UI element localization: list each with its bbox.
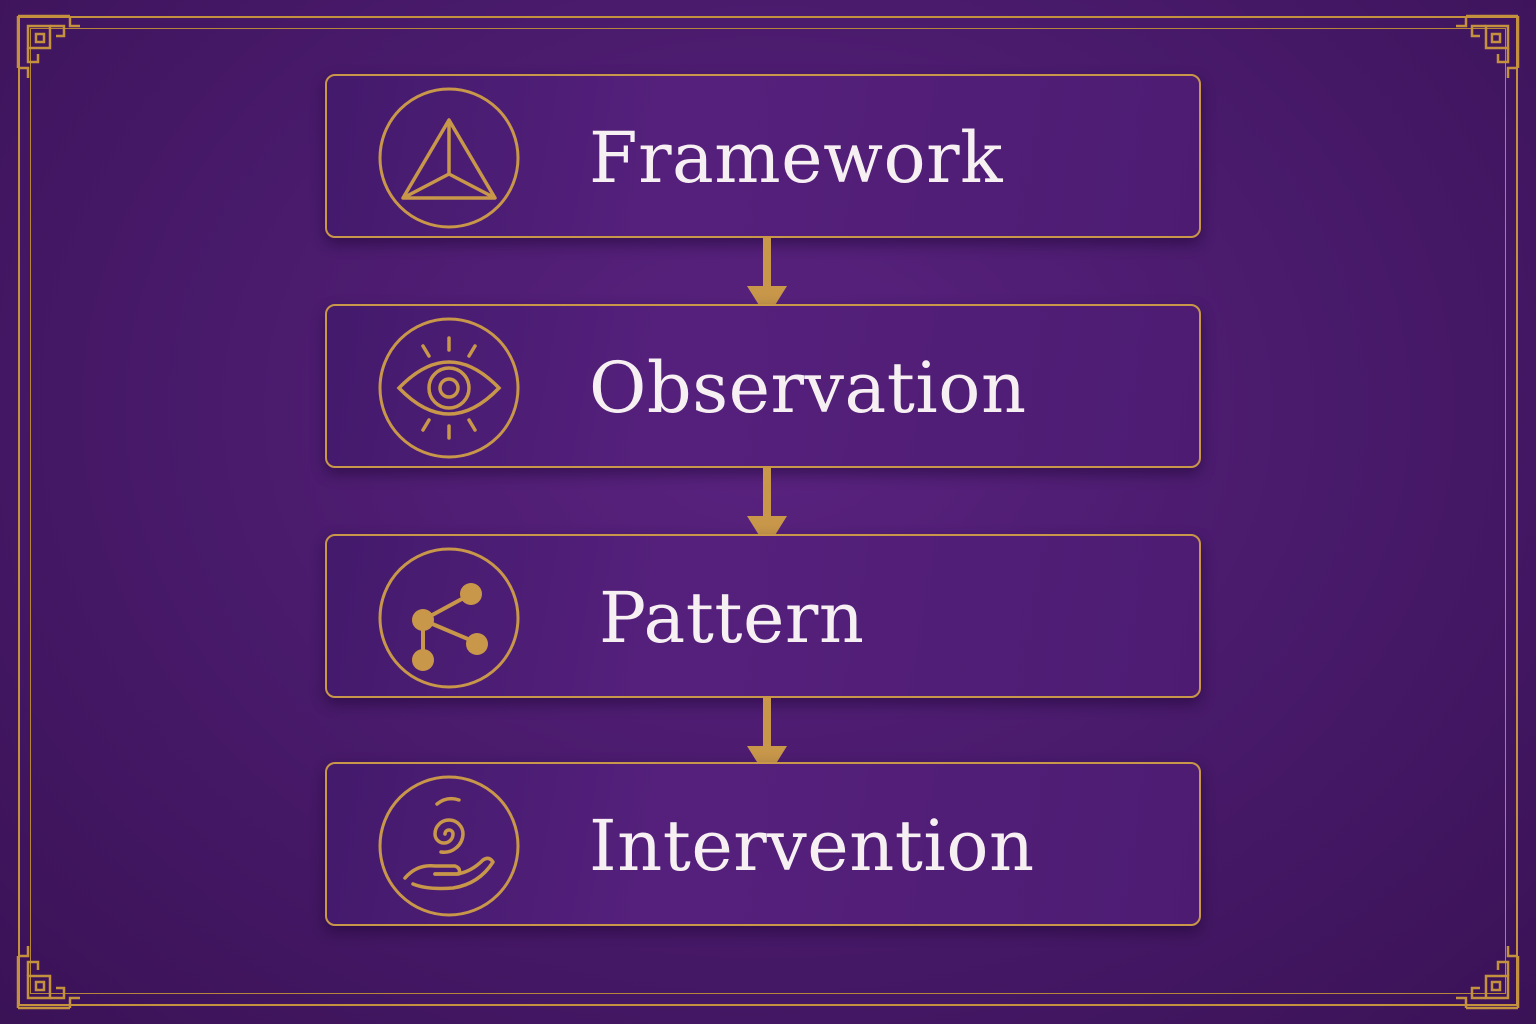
corner-ornament-top-left (16, 14, 80, 78)
triangle-icon (378, 87, 520, 229)
step-framework: Framework (325, 74, 1201, 238)
corner-ornament-top-right (1456, 14, 1520, 78)
spiral-hand-icon (378, 775, 520, 917)
step-observation: Observation (325, 304, 1201, 468)
frame-outer-border (18, 16, 1518, 1006)
step-label: Framework (589, 117, 1004, 199)
step-label: Intervention (589, 805, 1035, 887)
network-icon (378, 547, 520, 689)
corner-ornament-bottom-right (1456, 946, 1520, 1010)
eye-icon (378, 317, 520, 459)
step-pattern: Pattern (325, 534, 1201, 698)
arrow-down-icon (747, 468, 787, 548)
frame-inner-border (30, 28, 1506, 994)
step-label: Observation (589, 347, 1027, 429)
corner-ornament-bottom-left (16, 946, 80, 1010)
step-intervention: Intervention (325, 762, 1201, 926)
step-label: Pattern (599, 577, 865, 659)
arrow-down-icon (747, 238, 787, 318)
